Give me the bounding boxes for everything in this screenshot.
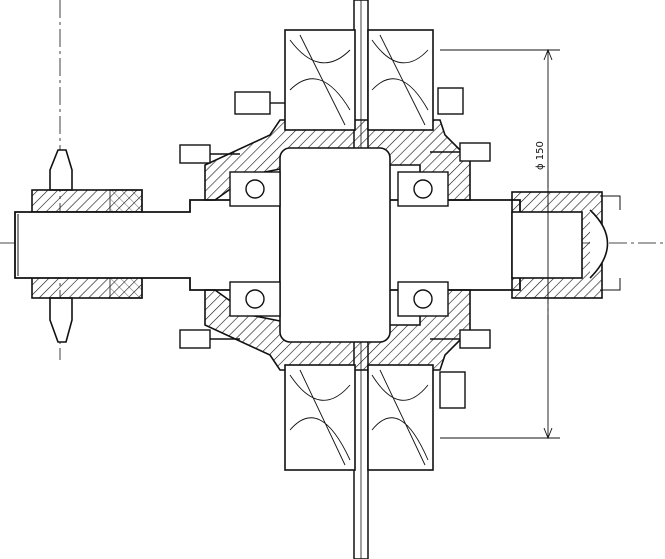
diameter-dimension	[440, 48, 560, 440]
bearings	[229, 171, 449, 317]
bolts	[179, 87, 491, 409]
diameter-label: ϕ 150	[535, 141, 546, 170]
wooden-flanges	[284, 29, 434, 471]
end-coupling	[511, 191, 621, 299]
